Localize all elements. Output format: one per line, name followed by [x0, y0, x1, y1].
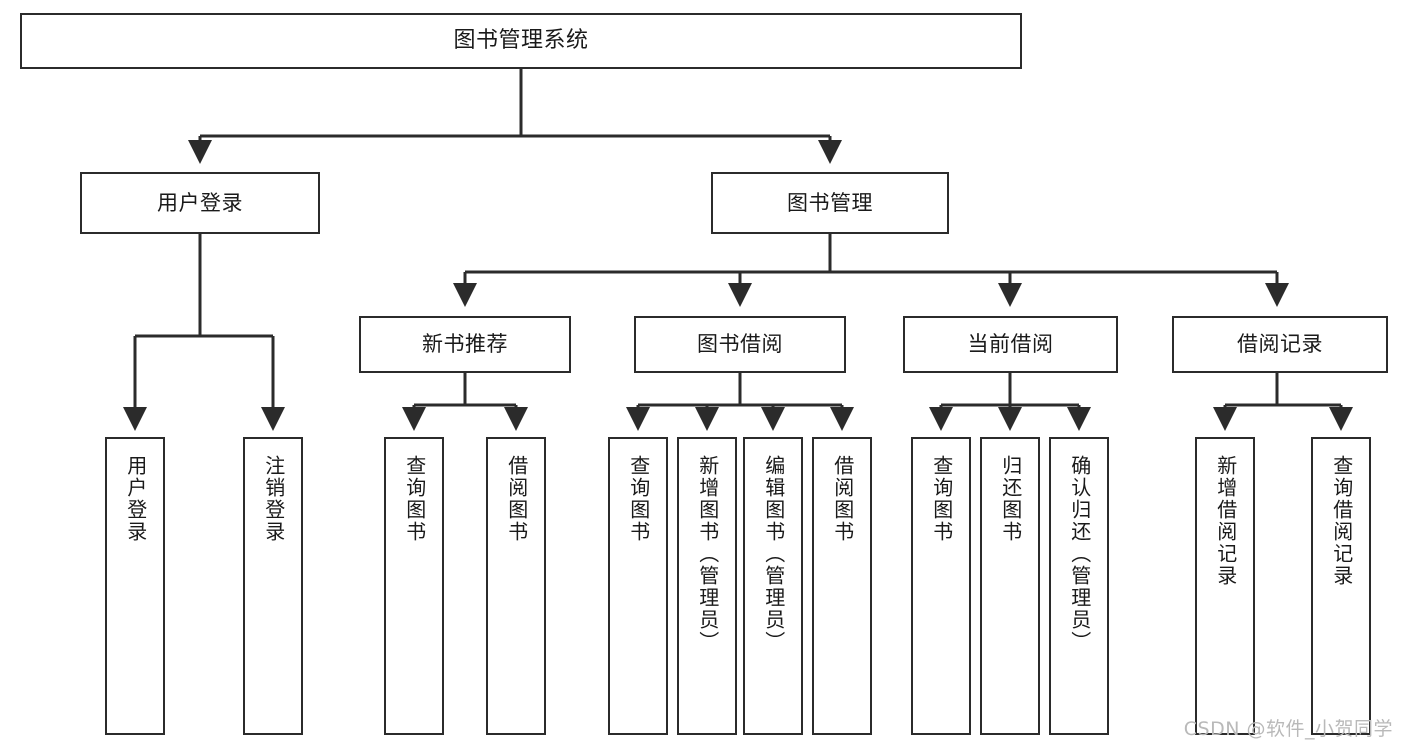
leaf-current-confirm-return[interactable]: 确认归还（管理员） — [1049, 437, 1109, 735]
node-label: 新书推荐 — [422, 332, 508, 357]
node-label: 确认归还（管理员） — [1067, 455, 1092, 653]
node-book-borrow[interactable]: 图书借阅 — [634, 316, 846, 373]
node-label: 查询图书 — [626, 455, 651, 543]
node-root-system[interactable]: 图书管理系统 — [20, 13, 1022, 69]
leaf-borrow-borrow-book[interactable]: 借阅图书 — [812, 437, 872, 735]
csdn-watermark: CSDN @软件_小贺同学 — [1183, 718, 1393, 740]
leaf-borrow-query-book[interactable]: 查询图书 — [608, 437, 668, 735]
leaf-current-query-book[interactable]: 查询图书 — [911, 437, 971, 735]
leaf-record-add[interactable]: 新增借阅记录 — [1195, 437, 1255, 735]
leaf-borrow-add-book[interactable]: 新增图书（管理员） — [677, 437, 737, 735]
node-label: 查询图书 — [929, 455, 954, 543]
node-label: 借阅记录 — [1237, 332, 1323, 357]
node-label: 借阅图书 — [504, 455, 529, 543]
leaf-record-query[interactable]: 查询借阅记录 — [1311, 437, 1371, 735]
node-user-login[interactable]: 用户登录 — [80, 172, 320, 234]
node-current-borrow[interactable]: 当前借阅 — [903, 316, 1118, 373]
node-label: 图书管理 — [787, 190, 873, 215]
leaf-user-login-login[interactable]: 用户登录 — [105, 437, 165, 735]
leaf-borrow-edit-book[interactable]: 编辑图书（管理员） — [743, 437, 803, 735]
node-label: 查询图书 — [402, 455, 427, 543]
node-book-management[interactable]: 图书管理 — [711, 172, 949, 234]
leaf-current-return-book[interactable]: 归还图书 — [980, 437, 1040, 735]
leaf-user-login-logout[interactable]: 注销登录 — [243, 437, 303, 735]
node-new-book-recommend[interactable]: 新书推荐 — [359, 316, 571, 373]
node-label: 用户登录 — [123, 455, 148, 543]
node-label: 图书借阅 — [697, 332, 783, 357]
node-label: 借阅图书 — [830, 455, 855, 543]
node-label: 当前借阅 — [967, 332, 1054, 357]
node-label: 归还图书 — [998, 455, 1023, 543]
leaf-new-book-borrow[interactable]: 借阅图书 — [486, 437, 546, 735]
node-label: 图书管理系统 — [453, 28, 589, 54]
leaf-new-book-query[interactable]: 查询图书 — [384, 437, 444, 735]
node-label: 查询借阅记录 — [1329, 455, 1354, 587]
node-label: 新增借阅记录 — [1213, 455, 1238, 587]
node-borrow-record[interactable]: 借阅记录 — [1172, 316, 1388, 373]
node-label: 用户登录 — [157, 190, 243, 215]
node-label: 编辑图书（管理员） — [761, 455, 786, 653]
node-label: 新增图书（管理员） — [695, 455, 720, 653]
node-label: 注销登录 — [261, 455, 286, 543]
